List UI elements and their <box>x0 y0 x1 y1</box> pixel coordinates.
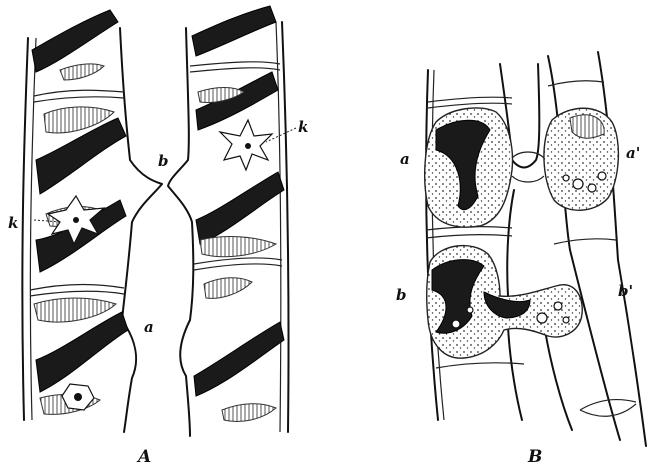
panel-a-left-filament-outer-wall <box>21 37 29 421</box>
panel-a-caption: A <box>136 447 151 467</box>
panel-b-label-b: b <box>396 286 407 304</box>
panel-b-label-a: a <box>400 150 410 168</box>
panel-a-label-k-left: k <box>8 214 18 232</box>
panel-b-label-a-prime: a' <box>626 144 640 162</box>
panel-b-label-b-prime: b' <box>618 282 633 300</box>
panel-a-left-filament-inner-wall <box>119 27 163 433</box>
panel-a-label-b: b <box>158 152 169 170</box>
panel-a <box>21 5 297 437</box>
panel-a-right-filament-inner-wall <box>167 27 195 437</box>
panel-a-right-filament-outer-wall <box>281 21 290 433</box>
panel-a-label-k-right: k <box>298 118 308 136</box>
panel-b-caption: B <box>527 447 542 467</box>
panel-a-label-a: a <box>144 318 154 336</box>
panel-b <box>424 51 647 447</box>
